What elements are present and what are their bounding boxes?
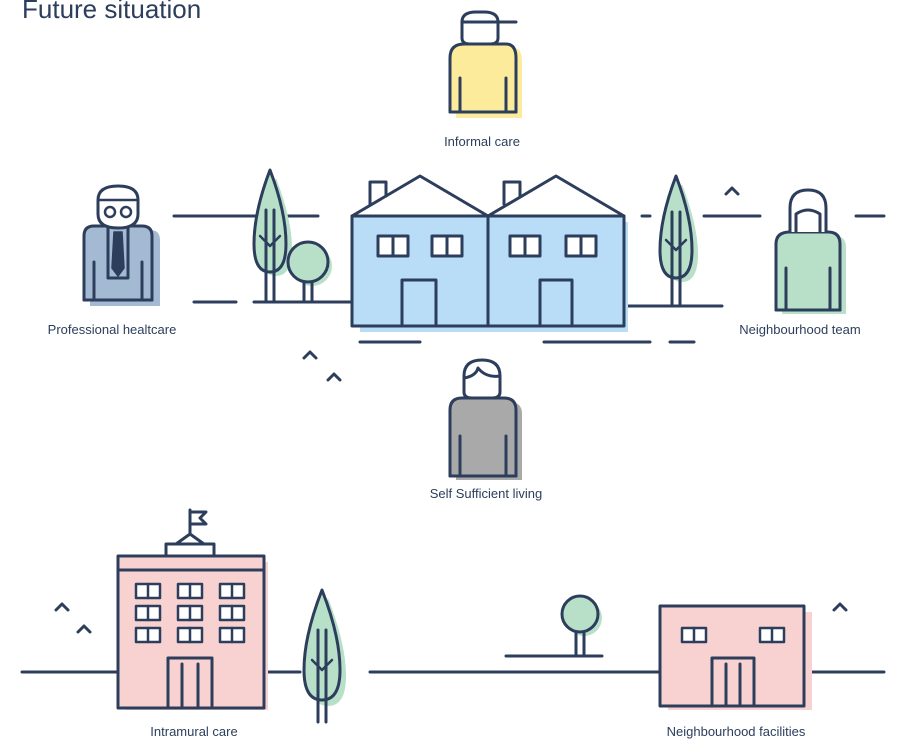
round-tree-icon — [560, 594, 602, 658]
neighbourhood-facilities-building-icon — [658, 604, 812, 710]
neighbourhood-team-person-icon — [774, 188, 846, 314]
intramural-care-building-icon — [116, 508, 268, 710]
label-intramural-care: Intramural care — [150, 724, 238, 739]
houses-icon — [350, 174, 628, 332]
diagram-title: Future situation — [22, 0, 202, 24]
informal-care-person-icon — [448, 10, 522, 118]
label-professional-healthcare: Professional healtcare — [47, 322, 177, 337]
label-informal-care: Informal care — [444, 134, 520, 149]
round-tree-icon — [286, 240, 332, 304]
label-neighbourhood-facilities: Neighbourhood facilities — [666, 724, 806, 739]
tree-icon — [302, 588, 346, 724]
bird-icon — [54, 186, 848, 634]
label-neighbourhood-team: Neighbourhood team — [739, 322, 861, 337]
professional-healthcare-person-icon — [82, 184, 160, 306]
tree-icon — [252, 168, 292, 304]
label-self-sufficient-living: Self Sufficient living — [429, 486, 543, 501]
self-sufficient-person-icon — [448, 358, 522, 480]
tree-icon — [658, 174, 698, 308]
